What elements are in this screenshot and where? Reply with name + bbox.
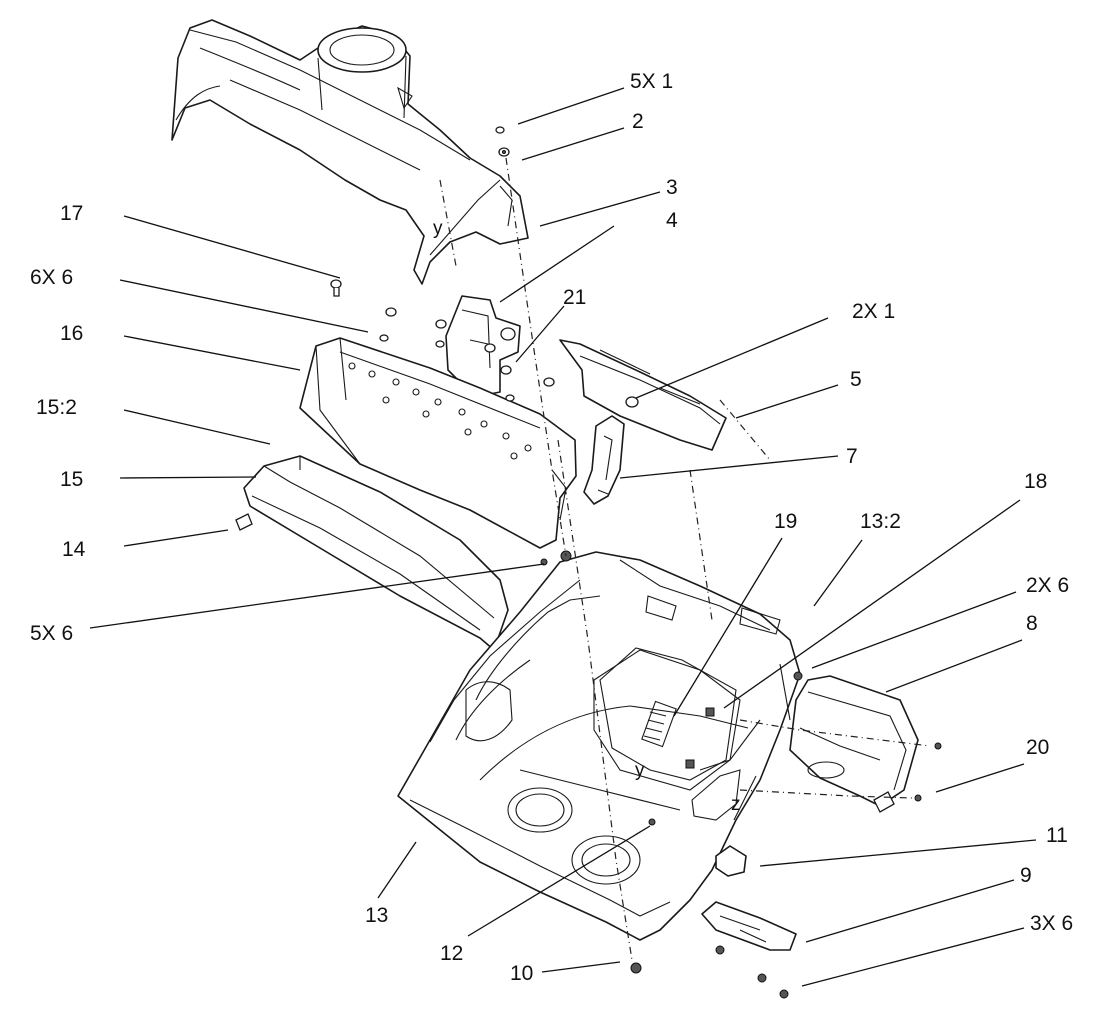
callout-15: 15 [60,468,83,491]
callout-13-2: 13:2 [860,510,901,533]
callout-2x6: 2X 6 [1026,574,1069,597]
axis-letter-z: z [731,794,741,815]
callout-8: 8 [1026,612,1038,635]
part-belt-cover [789,675,919,807]
part-mounting-bracket [445,295,521,397]
callout-15-2: 15:2 [36,396,77,419]
plate-holes [348,362,532,460]
axis-letter-y-bottom: y [635,760,645,781]
callout-2x1: 2X 1 [852,300,895,323]
callout-16: 16 [60,322,83,345]
callout-18: 18 [1024,470,1047,493]
callout-17: 17 [60,202,83,225]
assembly-lines [439,157,931,961]
callout-3x6: 3X 6 [1030,912,1073,935]
part-support-bracket [583,415,625,505]
callout-14: 14 [62,538,86,561]
callout-20: 20 [1026,736,1049,759]
axis-letter-y-top: y [433,218,443,239]
callout-5: 5 [850,368,862,391]
callout-5x6: 5X 6 [30,622,73,645]
part-chute-housing [171,19,529,285]
callout-3: 3 [666,176,678,199]
part-auger-housing-plate [299,337,577,549]
part-control-console [599,647,737,781]
callout-11: 11 [1046,824,1068,847]
callout-19: 19 [774,510,797,533]
callout-4: 4 [666,209,678,232]
part-small-bracket [715,845,747,877]
callout-2: 2 [632,110,644,133]
callout-5x1: 5X 1 [630,70,673,93]
callout-9: 9 [1020,864,1032,887]
callout-21: 21 [563,286,586,309]
leader-lines [89,87,1037,987]
part-main-frame [397,551,801,941]
hardware [235,126,942,999]
callout-13: 13 [365,904,388,927]
axis-letters: y y z [433,218,741,815]
callout-labels: 5X 1 2 3 4 17 21 6X 6 2X 1 16 5 15:2 7 1… [30,70,1073,985]
part-latch-plate [701,901,797,951]
callout-7: 7 [846,445,858,468]
callout-12: 12 [440,942,463,965]
callout-6x6: 6X 6 [30,266,73,289]
callout-10: 10 [510,962,533,985]
part-scraper-bar [243,455,509,651]
